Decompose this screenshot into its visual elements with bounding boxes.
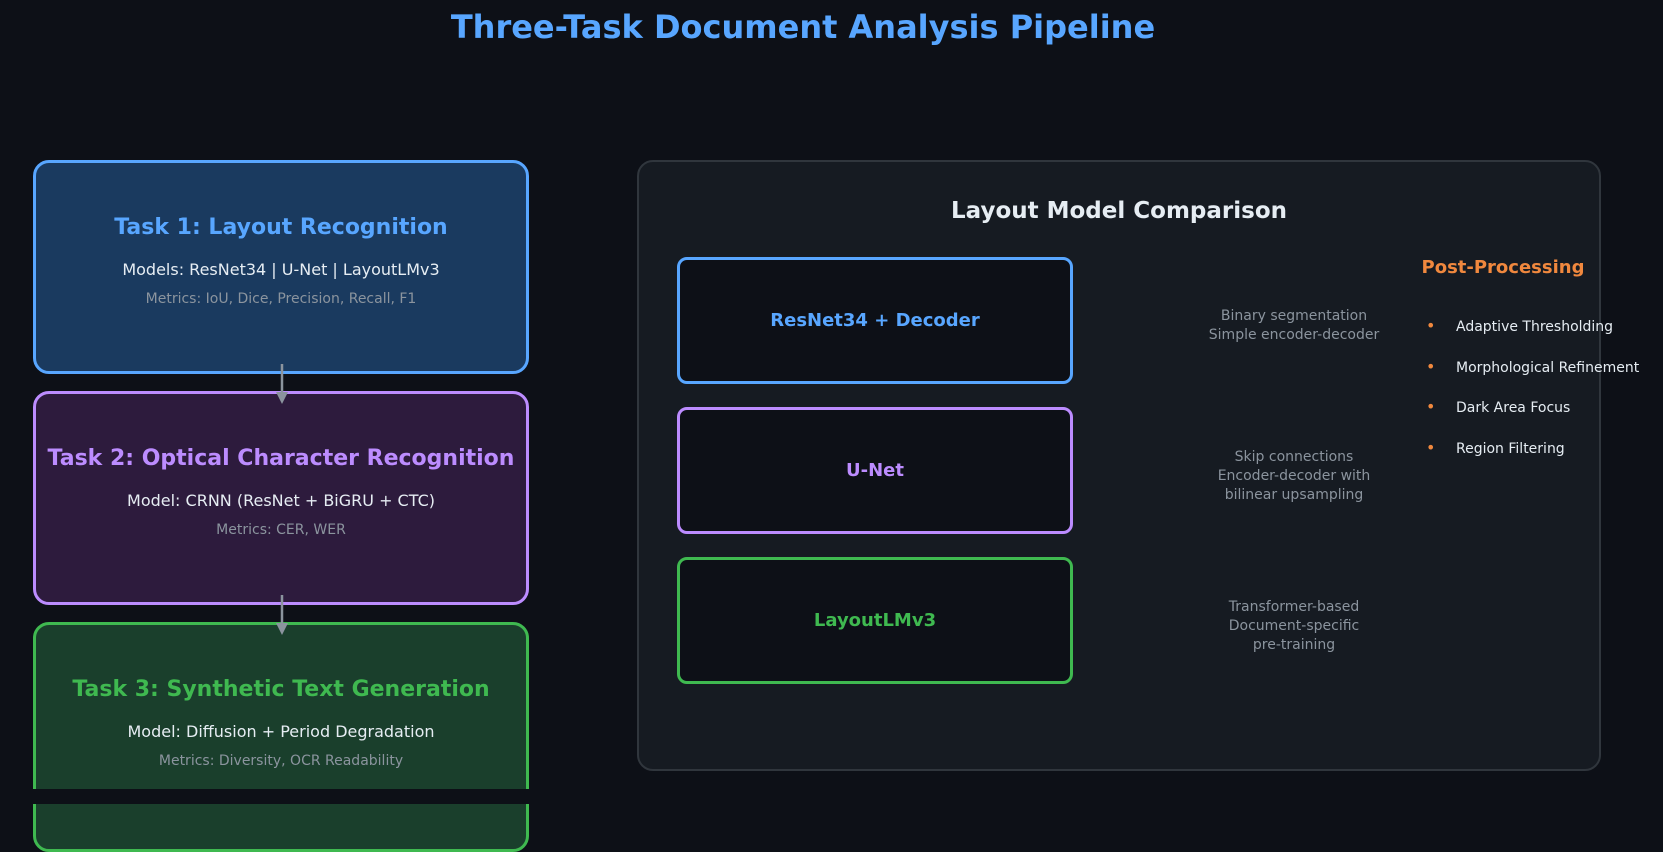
task-3-title: Task 3: Synthetic Text Generation (72, 677, 490, 702)
arrow-down-icon (276, 595, 288, 635)
task-3-model: Model: Diffusion + Period Degradation (127, 722, 435, 741)
model-box-resnet34: ResNet34 + Decoder (677, 257, 1073, 384)
task-3-metrics: Metrics: Diversity, OCR Readability (158, 753, 404, 769)
task-1-metrics: Metrics: IoU, Dice, Precision, Recall, F… (145, 291, 417, 307)
post-processing-title: Post-Processing (1421, 257, 1585, 278)
model-box-unet: U-Net (677, 407, 1073, 534)
comparison-title: Layout Model Comparison (950, 198, 1287, 224)
description-line: Document-specific (1228, 618, 1360, 634)
bullet-icon: • (1426, 316, 1436, 335)
model-name-layoutlmv3: LayoutLMv3 (813, 610, 937, 631)
task-2-metrics: Metrics: CER, WER (216, 522, 346, 538)
post-processing-item-label: Dark Area Focus (1456, 400, 1571, 416)
bullet-icon: • (1426, 357, 1436, 376)
description-line: pre-training (1252, 637, 1336, 653)
post-processing-item: • Dark Area Focus (1426, 397, 1570, 416)
post-processing-item-label: Region Filtering (1456, 441, 1565, 457)
model-name-resnet34: ResNet34 + Decoder (770, 310, 980, 331)
model-description-layoutlmv3: Transformer-based Document-specific pre-… (1150, 598, 1438, 655)
description-line: Simple encoder-decoder (1208, 327, 1380, 343)
post-processing-item-label: Adaptive Thresholding (1456, 319, 1614, 335)
bottom-edge (0, 789, 1663, 804)
bullet-icon: • (1426, 438, 1436, 457)
bullet-icon: • (1426, 397, 1436, 416)
description-line: Encoder-decoder with (1217, 468, 1371, 484)
post-processing-item: • Morphological Refinement (1426, 357, 1639, 376)
task-1-box: Task 1: Layout Recognition Models: ResNe… (33, 160, 529, 374)
description-line: Transformer-based (1228, 599, 1360, 615)
model-description-unet: Skip connections Encoder-decoder with bi… (1150, 448, 1438, 505)
model-name-unet: U-Net (846, 460, 904, 481)
task-1-model: Models: ResNet34 | U-Net | LayoutLMv3 (122, 260, 440, 279)
model-box-layoutlmv3: LayoutLMv3 (677, 557, 1073, 684)
post-processing-item: • Adaptive Thresholding (1426, 316, 1613, 335)
task-2-box: Task 2: Optical Character Recognition Mo… (33, 391, 529, 605)
description-line: Skip connections (1234, 449, 1354, 465)
task-2-title: Task 2: Optical Character Recognition (47, 446, 515, 471)
arrow-down-icon (276, 364, 288, 404)
diagram-title: Three-Task Document Analysis Pipeline (450, 8, 1156, 46)
task-1-title: Task 1: Layout Recognition (114, 215, 448, 240)
description-line: Binary segmentation (1220, 308, 1368, 324)
post-processing-item: • Region Filtering (1426, 438, 1565, 457)
description-line: bilinear upsampling (1224, 487, 1364, 503)
task-3-box: Task 3: Synthetic Text Generation Model:… (33, 622, 529, 852)
post-processing-item-label: Morphological Refinement (1456, 360, 1640, 376)
task-2-model: Model: CRNN (ResNet + BiGRU + CTC) (127, 491, 435, 510)
model-description-resnet34: Binary segmentation Simple encoder-decod… (1150, 307, 1438, 345)
